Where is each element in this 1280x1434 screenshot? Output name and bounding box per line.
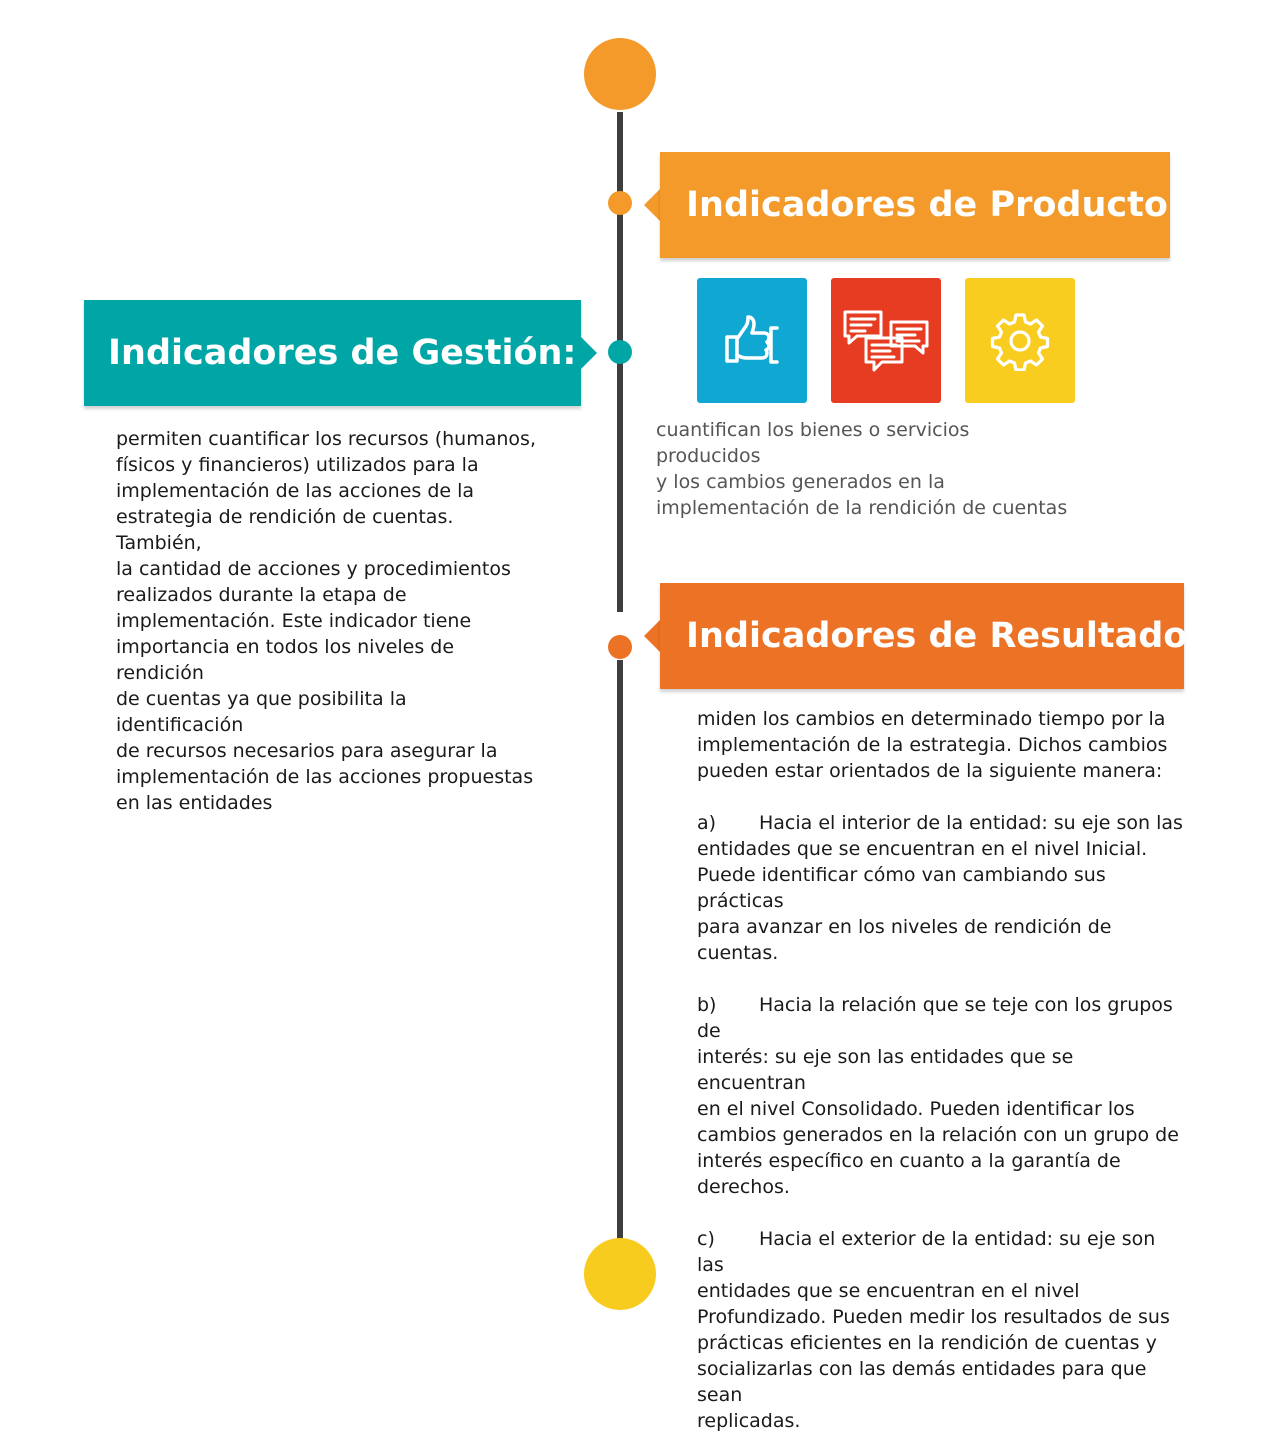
chat-bubbles-icon — [843, 310, 929, 371]
chat-bubbles-tile — [831, 278, 941, 403]
item-line: cambios generados en la relación con un … — [697, 1124, 1179, 1146]
timeline-node-producto — [608, 191, 632, 215]
item-line: prácticas eficientes en la rendición de … — [697, 1332, 1157, 1354]
item-line: Profundizado. Pueden medir los resultado… — [697, 1306, 1170, 1328]
resultado-banner-pointer — [644, 620, 660, 652]
gestion-line: implementación de las acciones propuesta… — [116, 766, 534, 788]
gear-icon — [990, 312, 1050, 371]
gestion-line: físicos y financieros) utilizados para l… — [116, 454, 479, 476]
producto-line: y los cambios generados en la — [656, 471, 945, 493]
resultado-item-first-line: b)Hacia la relación que se teje con los … — [697, 992, 1187, 1044]
resultado-banner: Indicadores de Resultado: — [660, 583, 1201, 689]
gestion-line: importancia en todos los niveles de rend… — [116, 636, 455, 684]
gestion-line: de cuentas ya que posibilita la identifi… — [116, 688, 407, 736]
producto-title: Indicadores de Producto: — [686, 185, 1182, 225]
resultado-item-a: a) Hacia el interior de la entidad: su ej… — [697, 810, 1187, 966]
gestion-line: permiten cuantificar los recursos (human… — [116, 428, 536, 450]
item-first-text: Hacia el interior de la entidad: su eje … — [759, 812, 1183, 834]
item-label: c) — [697, 1228, 715, 1250]
item-label: b) — [697, 994, 717, 1016]
item-line: entidades que se encuentran en el nivel … — [697, 838, 1148, 860]
gestion-line: en las entidades — [116, 792, 273, 814]
gestion-line: de recursos necesarios para asegurar la — [116, 740, 498, 762]
item-line: en el nivel Consolidado. Pueden identifi… — [697, 1098, 1135, 1120]
producto-banner-pointer — [644, 189, 660, 221]
thumbs-up-icon — [725, 314, 779, 364]
gestion-title: Indicadores de Gestión: — [108, 333, 577, 373]
thumbs-up-tile — [697, 278, 807, 403]
gear-tile — [965, 278, 1075, 403]
producto-description: cuantifican los bienes o servicios produ… — [656, 417, 1076, 521]
resultado-item-c: c)Hacia el exterior de la entidad: su ej… — [697, 1226, 1187, 1434]
gestion-line: la cantidad de acciones y procedimientos — [116, 558, 511, 580]
item-line: interés: su eje son las entidades que se… — [697, 1046, 1074, 1094]
resultado-item-first-line: c)Hacia el exterior de la entidad: su ej… — [697, 1226, 1187, 1278]
item-label: a) — [697, 812, 717, 834]
resultado-description: miden los cambios en determinado tiempo … — [697, 706, 1187, 1434]
item-line: Puede identificar cómo van cambiando sus… — [697, 864, 1106, 912]
item-line: para avanzar en los niveles de rendición… — [697, 916, 1112, 964]
gestion-banner-pointer — [581, 337, 597, 369]
resultado-intro-line: miden los cambios en determinado tiempo … — [697, 708, 1166, 730]
gestion-line: implementación de las acciones de la — [116, 480, 475, 502]
item-line: replicadas. — [697, 1410, 801, 1432]
gestion-description: permiten cuantificar los recursos (human… — [116, 426, 536, 816]
item-first-text: Hacia el exterior de la entidad: su eje … — [697, 1228, 1156, 1276]
timeline-start-circle — [584, 38, 656, 110]
producto-line: cuantifican los bienes o servicios produ… — [656, 419, 970, 467]
resultado-intro-line: implementación de la estrategia. Dichos … — [697, 734, 1168, 756]
gestion-line: estrategia de rendición de cuentas. Tamb… — [116, 506, 454, 554]
resultado-intro-line: pueden estar orientados de la siguiente … — [697, 760, 1163, 782]
item-first-text: Hacia la relación que se teje con los gr… — [697, 994, 1173, 1042]
timeline-end-circle — [584, 1238, 656, 1310]
resultado-item-b: b)Hacia la relación que se teje con los … — [697, 992, 1187, 1200]
producto-banner: Indicadores de Producto: — [660, 152, 1182, 258]
item-line: interés específico en cuanto a la garant… — [697, 1150, 1121, 1172]
resultado-item-first-line: a) Hacia el interior de la entidad: su ej… — [697, 810, 1187, 836]
timeline-node-resultado — [608, 635, 632, 659]
resultado-intro: miden los cambios en determinado tiempo … — [697, 706, 1187, 784]
item-line: socializarlas con las demás entidades pa… — [697, 1358, 1147, 1406]
timeline-line-lower — [617, 660, 623, 1240]
gestion-line: implementación. Este indicador tiene — [116, 610, 472, 632]
resultado-title: Indicadores de Resultado: — [686, 616, 1202, 656]
item-line: entidades que se encuentran en el nivel — [697, 1280, 1080, 1302]
producto-line: implementación de la rendición de cuenta… — [656, 497, 1068, 519]
gestion-line: realizados durante la etapa de — [116, 584, 407, 606]
gestion-banner: Indicadores de Gestión: — [84, 300, 581, 406]
item-line: derechos. — [697, 1176, 790, 1198]
timeline-node-gestion — [608, 340, 632, 364]
